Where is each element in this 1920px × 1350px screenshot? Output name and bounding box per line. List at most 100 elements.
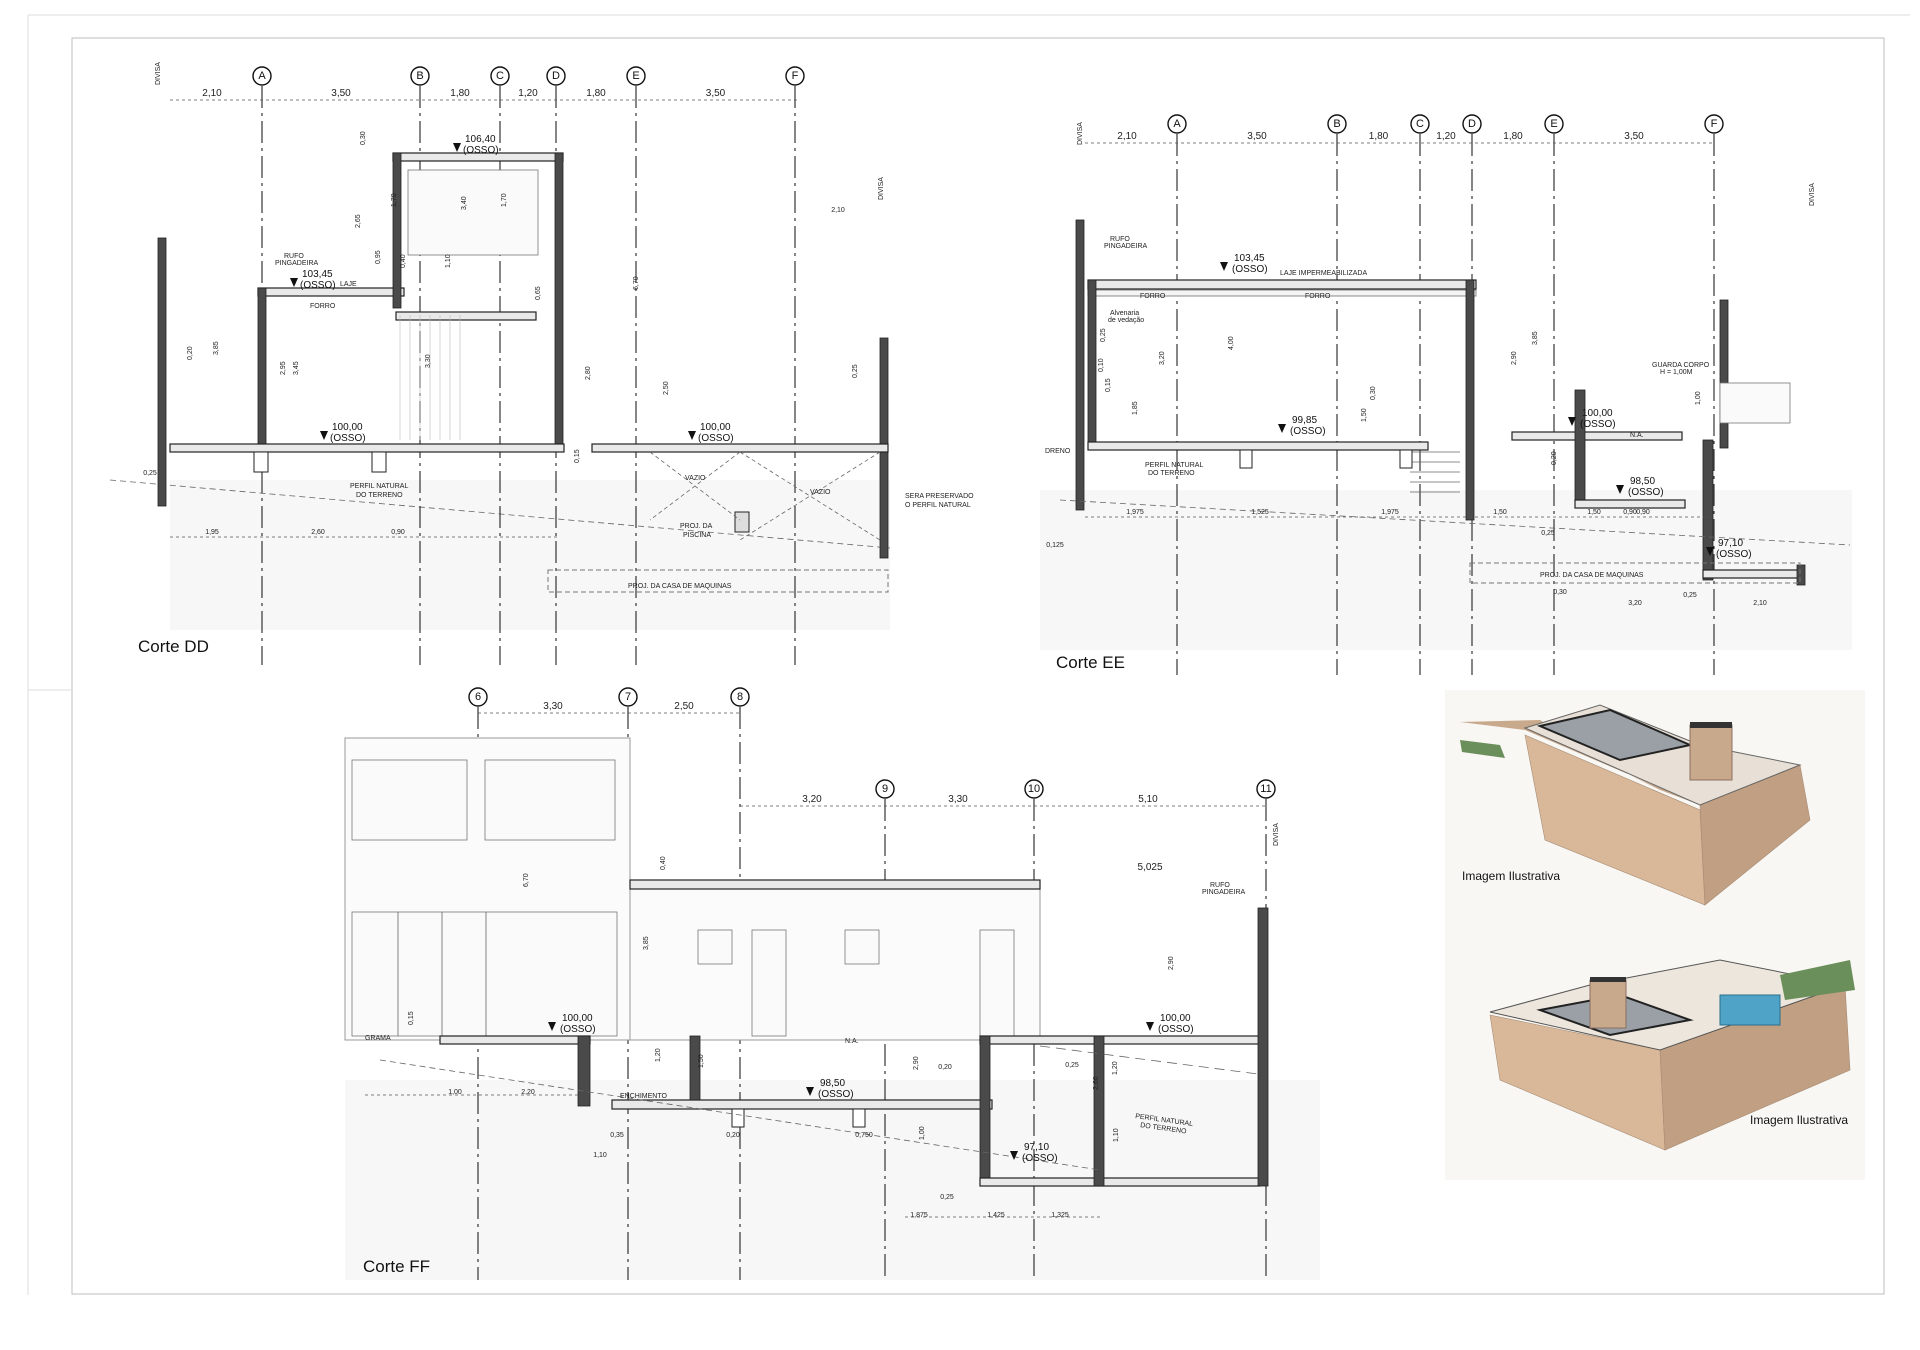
dd-upper-window bbox=[407, 169, 539, 256]
ff-window-2 bbox=[484, 759, 616, 841]
dd-grid-label-E: E bbox=[632, 70, 639, 82]
ee-top-dim-0: 2,10 bbox=[1117, 131, 1137, 142]
ff-level-4-note: (OSSO) bbox=[1022, 1153, 1058, 1164]
ee-vert-dim-10: 0,20 bbox=[1551, 451, 1558, 465]
ee-level-1: 103,45 bbox=[1234, 253, 1265, 264]
ff-wall-8 bbox=[689, 1035, 701, 1101]
ee-top-dim-4: 1,80 bbox=[1503, 131, 1523, 142]
ee-divisa-wall-right bbox=[1719, 299, 1729, 449]
ff-bottom-dim-4: 0,20 bbox=[726, 1132, 740, 1139]
ff-footing-1 bbox=[731, 1108, 745, 1128]
ee-top-dim-2: 1,80 bbox=[1369, 131, 1389, 142]
ee-top-dim-1: 3,50 bbox=[1247, 131, 1267, 142]
dd-vert-dim-12: 2,80 bbox=[585, 366, 592, 380]
ee-vert-dim-2: 3,85 bbox=[1532, 331, 1539, 345]
render-1-caption: Imagem Ilustrativa bbox=[1462, 869, 1560, 883]
dd-vert-dim-1: 3,85 bbox=[213, 341, 220, 355]
ee-guarda-b: H = 1,00M bbox=[1660, 369, 1693, 376]
ee-machine-wall-r bbox=[1796, 564, 1806, 586]
dd-stair-hatch bbox=[399, 315, 461, 440]
ff-wall-10 bbox=[1093, 1035, 1105, 1187]
ff-vert-dim-3: 0,40 bbox=[660, 856, 667, 870]
sheet-frame bbox=[71, 37, 1885, 1295]
ee-bottom-dim-8: 0,125 bbox=[1046, 542, 1064, 549]
ee-guardrail-glass bbox=[1719, 382, 1791, 424]
ff-vert-dim-4: 0,15 bbox=[408, 1011, 415, 1025]
ff-window-1 bbox=[351, 759, 468, 841]
ff-level-3: 100,00 bbox=[1160, 1013, 1191, 1024]
dd-piscina-label-b: PISCINA bbox=[683, 532, 711, 539]
ee-level-2-note: (OSSO) bbox=[1290, 426, 1326, 437]
dd-vert-dim-18: 0,15 bbox=[574, 449, 581, 463]
ff-grid-label-7: 7 bbox=[625, 691, 631, 703]
ee-vert-dim-8: 1,50 bbox=[1361, 408, 1368, 422]
ee-footing-2 bbox=[1399, 449, 1413, 469]
dd-perfil-label: PERFIL NATURAL bbox=[350, 483, 408, 490]
ee-alvenaria-b: de vedação bbox=[1108, 317, 1144, 324]
ff-top-dim-3: 3,30 bbox=[948, 794, 968, 805]
ee-laje-label: LAJE IMPERMEABILIZADA bbox=[1280, 270, 1367, 277]
ff-floor-slab-1 bbox=[439, 1035, 591, 1045]
ff-glass-door bbox=[351, 911, 618, 1037]
ff-bottom-dim-7: 1,875 bbox=[910, 1212, 928, 1219]
ff-grid-label-11: 11 bbox=[1260, 783, 1271, 795]
dd-vert-dim-11: 0,65 bbox=[535, 286, 542, 300]
dd-machine-room-projection bbox=[547, 569, 889, 593]
ff-bottom-dim-6: 0,25 bbox=[940, 1194, 954, 1201]
ee-wall-right bbox=[1465, 279, 1475, 521]
dd-void-marks bbox=[649, 451, 881, 541]
dd-top-dim-3: 1,20 bbox=[518, 88, 538, 99]
ee-grid-bubble-E bbox=[1544, 114, 1564, 134]
ee-grid-bubble-C bbox=[1410, 114, 1430, 134]
ee-grid-bubble-A bbox=[1167, 114, 1187, 134]
dd-vert-dim-16: 0,30 bbox=[360, 131, 367, 145]
ff-level-4: 97,10 bbox=[1024, 1142, 1049, 1153]
ee-guarda: GUARDA CORPO bbox=[1652, 362, 1710, 369]
dd-grid-bubble-E bbox=[626, 66, 646, 86]
dd-vert-dim-15: 0,25 bbox=[852, 364, 859, 378]
ee-level-3: 100,00 bbox=[1582, 408, 1613, 419]
dd-title: Corte DD bbox=[138, 637, 209, 656]
dd-bottom-dim-2: 0,90 bbox=[391, 529, 405, 536]
dd-ground bbox=[170, 480, 890, 630]
dd-divisa-wall-left bbox=[157, 237, 167, 507]
ee-bottom-dim-4: 1,50 bbox=[1587, 509, 1601, 516]
dd-top-dim-2: 1,80 bbox=[450, 88, 470, 99]
ff-bottom-dim-9: 1,325 bbox=[1051, 1212, 1069, 1219]
dd-vert-dim-3: 3,45 bbox=[293, 361, 300, 375]
ee-bottom-dim-2: 1,975 bbox=[1381, 509, 1399, 516]
ff-vert-dim-10: 1,10 bbox=[1113, 1128, 1120, 1142]
dd-level-markers: 106,40 (OSSO) 103,45 (OSSO) 100,00 (OSSO… bbox=[290, 134, 734, 444]
ee-dreno: DRENO bbox=[1045, 448, 1071, 455]
ff-elevation-mid bbox=[629, 879, 1041, 1041]
ee-level-3-note: (OSSO) bbox=[1580, 419, 1616, 430]
dd-laje-label: LAJE bbox=[340, 281, 357, 288]
ee-bottom-dim-9: 3,20 bbox=[1628, 600, 1642, 607]
ff-floor-slab-2 bbox=[979, 1035, 1261, 1045]
dd-vert-dim-8: 0,95 bbox=[375, 250, 382, 264]
dd-preservado-label: SERA PRESERVADO bbox=[905, 493, 974, 500]
ff-vert-dim-0: 6,70 bbox=[523, 873, 530, 887]
ee-bottom-dim-7: 0,25 bbox=[1541, 530, 1555, 537]
ff-level-2-note: (OSSO) bbox=[818, 1089, 854, 1100]
ff-level-markers: 100,00 (OSSO) 98,50 (OSSO) 100,00 (OSSO)… bbox=[548, 1013, 1194, 1164]
ff-grid-label-9: 9 bbox=[882, 783, 888, 795]
ee-rufo-label-b: PINGADEIRA bbox=[1104, 243, 1148, 250]
dd-rufo-label-1: RUFO bbox=[284, 253, 304, 260]
ff-vert-dim-2: 2,90 bbox=[1168, 956, 1175, 970]
ff-step-wall bbox=[577, 1035, 591, 1107]
dd-top-dim-0: 2,10 bbox=[202, 88, 222, 99]
render-2-caption: Imagem Ilustrativa bbox=[1750, 1113, 1848, 1127]
ff-grid-bubble-7 bbox=[618, 687, 638, 707]
dd-grid-bubble-B bbox=[410, 66, 430, 86]
ee-grid-bubble-B bbox=[1327, 114, 1347, 134]
dd-bottom-dim-3: 2,10 bbox=[831, 207, 845, 214]
dd-footing-pool bbox=[734, 511, 750, 533]
ee-divisa-label: DIVISA bbox=[1077, 122, 1084, 145]
ee-machine-room-projection bbox=[1469, 562, 1801, 584]
dd-ground-floor-slab bbox=[169, 443, 565, 453]
